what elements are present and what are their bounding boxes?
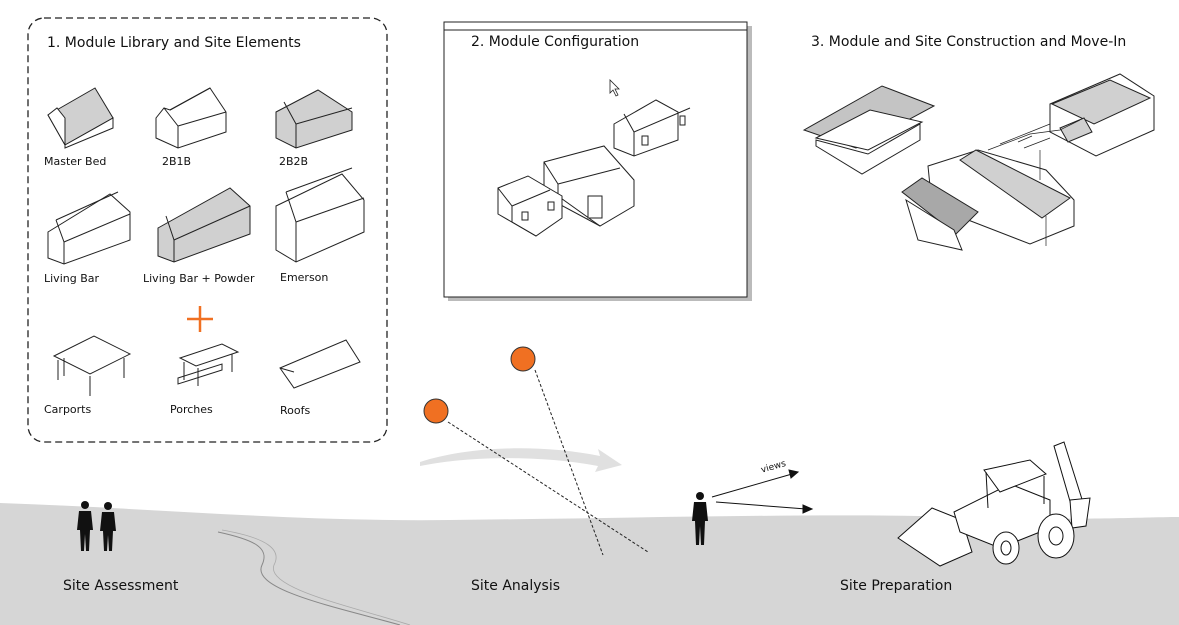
config-house-2 <box>543 145 635 227</box>
site-element-label-porches: Porches <box>170 403 213 416</box>
plus-icon <box>187 306 213 332</box>
person-figure-2 <box>100 502 116 551</box>
person-figure-3 <box>692 492 708 545</box>
module-emerson-shape <box>275 167 365 263</box>
view-arrows <box>711 469 814 514</box>
construction-panel-title: 3. Module and Site Construction and Move… <box>811 34 1127 50</box>
site-element-label-roofs: Roofs <box>280 404 311 417</box>
stage-label-site-analysis: Site Analysis <box>471 578 561 594</box>
carport-shape <box>52 335 132 396</box>
constructed-house-right <box>1049 73 1155 157</box>
sun-marker-1 <box>510 346 536 372</box>
progress-arrow <box>420 448 622 472</box>
module-label-living-bar: Living Bar <box>44 272 100 285</box>
site-utilities <box>987 119 1081 246</box>
module-label-living-bar-powder: Living Bar + Powder <box>143 272 255 285</box>
module-label-2b2b: 2B2B <box>279 155 309 168</box>
roof-shape <box>279 339 361 389</box>
stage-label-site-assessment: Site Assessment <box>63 578 179 594</box>
config-house-1 <box>613 99 691 157</box>
backhoe-icon <box>897 441 1091 567</box>
module-2b1b-shape <box>155 87 227 149</box>
module-master-bed-shape <box>47 87 114 149</box>
module-label-emerson: Emerson <box>280 271 329 284</box>
module-2b2b-shape <box>275 89 353 149</box>
sun-ray-1 <box>534 369 604 556</box>
mouse-cursor <box>609 79 620 97</box>
site-element-label-carports: Carports <box>44 403 92 416</box>
module-label-2b1b: 2B1B <box>162 155 192 168</box>
road-edge <box>221 529 411 625</box>
module-living-bar-powder-shape <box>157 187 251 263</box>
stage-label-site-preparation: Site Preparation <box>840 578 953 594</box>
constructed-house-main <box>901 149 1075 251</box>
constructed-carport <box>802 85 936 175</box>
porch-shape <box>177 343 240 386</box>
module-living-bar-shape <box>47 191 131 265</box>
road <box>217 531 401 625</box>
library-panel-title: 1. Module Library and Site Elements <box>47 35 301 51</box>
person-figure-1 <box>77 501 93 551</box>
sun-marker-2 <box>423 398 449 424</box>
module-label-master-bed: Master Bed <box>44 155 107 168</box>
configuration-panel-title: 2. Module Configuration <box>471 34 640 50</box>
config-house-3 <box>497 175 563 237</box>
